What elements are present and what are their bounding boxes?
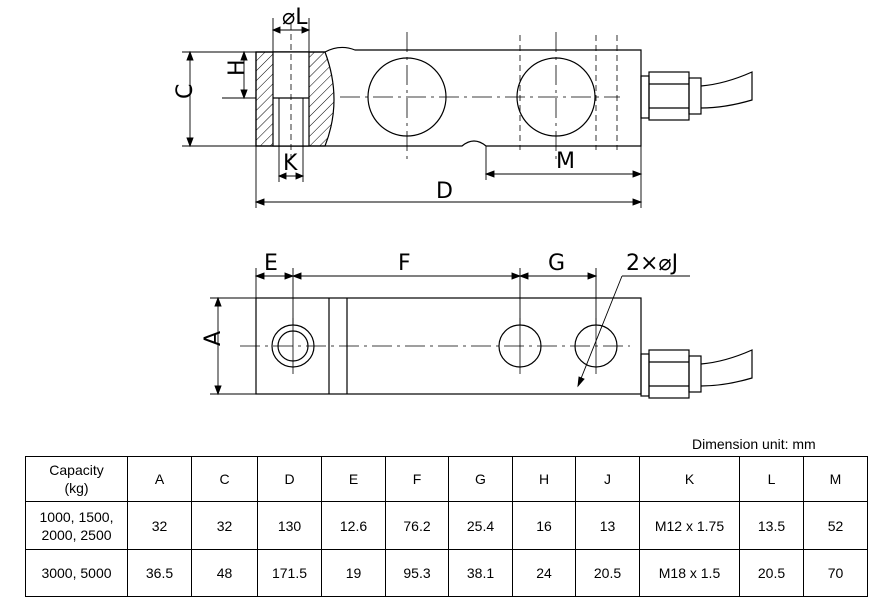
header-f: F bbox=[385, 456, 449, 502]
cable-gland-side bbox=[640, 71, 753, 121]
table-row: 3000, 5000 36.5 48 171.5 19 95.3 38.1 24… bbox=[25, 549, 868, 597]
cell-k: M18 x 1.5 bbox=[639, 549, 740, 597]
cable-gland-top bbox=[640, 349, 753, 399]
header-a: A bbox=[127, 456, 192, 502]
cell-h: 16 bbox=[512, 501, 576, 550]
label-e: E bbox=[264, 251, 278, 276]
table-row: 1000, 1500, 2000, 2500 32 32 130 12.6 76… bbox=[25, 501, 868, 550]
header-h: H bbox=[512, 456, 576, 502]
table-header-row: Capacity (kg) A C D E F G H J K L M bbox=[25, 456, 868, 502]
cell-l: 20.5 bbox=[739, 549, 804, 597]
header-g: G bbox=[448, 456, 513, 502]
cell-m: 52 bbox=[803, 501, 868, 550]
header-capacity: Capacity (kg) bbox=[25, 456, 128, 502]
label-g: G bbox=[548, 251, 565, 276]
cell-g: 38.1 bbox=[448, 549, 513, 597]
cell-j: 13 bbox=[575, 501, 640, 550]
dimension-table: Capacity (kg) A C D E F G H J K L M 1000… bbox=[25, 456, 868, 597]
header-e: E bbox=[321, 456, 386, 502]
label-m: M bbox=[556, 149, 575, 174]
side-view bbox=[255, 24, 753, 160]
top-view-dimensions bbox=[210, 268, 690, 396]
label-k: K bbox=[283, 151, 298, 176]
top-view bbox=[240, 297, 753, 399]
header-c: C bbox=[191, 456, 258, 502]
label-f: F bbox=[398, 251, 411, 276]
cell-f: 95.3 bbox=[385, 549, 449, 597]
cell-d: 130 bbox=[257, 501, 322, 550]
cell-d: 171.5 bbox=[257, 549, 322, 597]
label-d: D bbox=[436, 179, 453, 204]
cell-c: 32 bbox=[191, 501, 258, 550]
cell-g: 25.4 bbox=[448, 501, 513, 550]
side-view-dimensions bbox=[182, 18, 643, 208]
cell-l: 13.5 bbox=[739, 501, 804, 550]
cell-capacity: 3000, 5000 bbox=[25, 549, 128, 597]
cell-a: 36.5 bbox=[127, 549, 192, 597]
label-h: H bbox=[225, 59, 250, 76]
cell-e: 19 bbox=[321, 549, 386, 597]
header-k: K bbox=[639, 456, 740, 502]
header-m: M bbox=[803, 456, 868, 502]
cell-c: 48 bbox=[191, 549, 258, 597]
unit-note: Dimension unit: mm bbox=[692, 436, 816, 452]
label-a: A bbox=[201, 331, 226, 346]
label-phi-l: ⌀L bbox=[282, 5, 308, 30]
cell-h: 24 bbox=[512, 549, 576, 597]
cell-k: M12 x 1.75 bbox=[639, 501, 740, 550]
label-c: C bbox=[173, 84, 198, 99]
header-j: J bbox=[575, 456, 640, 502]
header-d: D bbox=[257, 456, 322, 502]
cell-j: 20.5 bbox=[575, 549, 640, 597]
label-two-phi-j: 2×⌀J bbox=[626, 251, 678, 276]
cell-a: 32 bbox=[127, 501, 192, 550]
cell-f: 76.2 bbox=[385, 501, 449, 550]
cell-m: 70 bbox=[803, 549, 868, 597]
technical-drawing: ⌀L C H K M D bbox=[173, 5, 753, 399]
cell-e: 12.6 bbox=[321, 501, 386, 550]
header-l: L bbox=[739, 456, 804, 502]
cell-capacity: 1000, 1500, 2000, 2500 bbox=[25, 501, 128, 550]
